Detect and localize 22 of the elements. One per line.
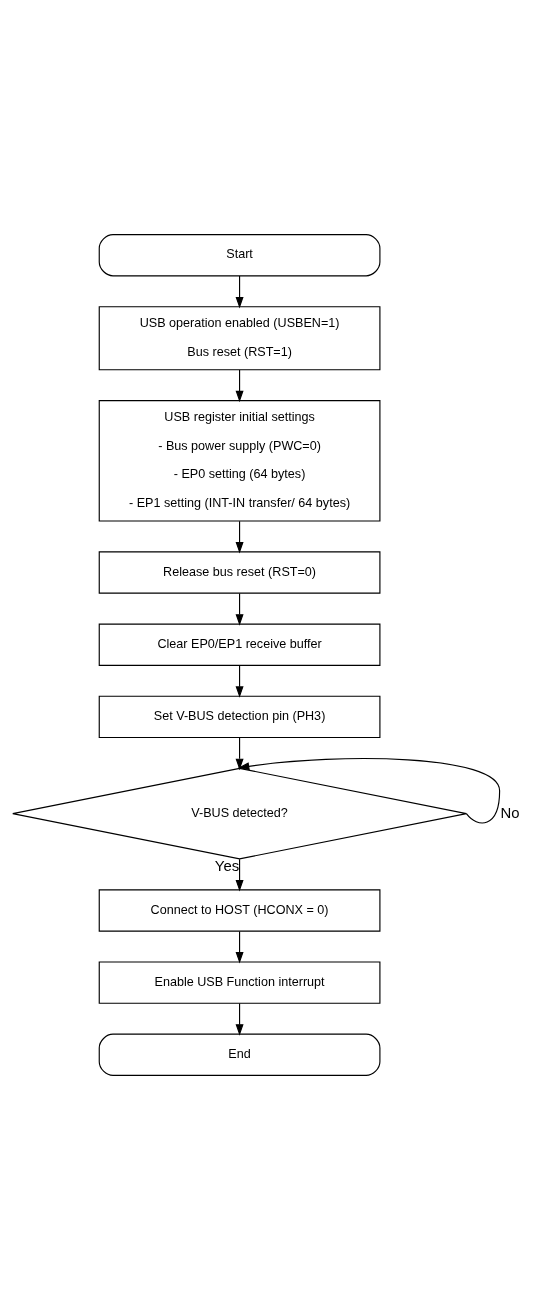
- arrow: [235, 520, 244, 554]
- edge-label: No: [500, 804, 520, 821]
- node-box: Set V-BUS detection pin (PH3): [98, 695, 381, 739]
- arrow: [235, 592, 244, 626]
- arrow: [235, 737, 244, 771]
- node-box: USB operation enabled (USBEN=1) Bus reset (RST=1): [98, 306, 381, 371]
- node-box: Release bus reset (RST=0): [98, 551, 381, 594]
- arrow: [235, 858, 244, 892]
- arrow: [237, 758, 501, 824]
- node-box: End: [98, 1033, 381, 1076]
- arrow: [235, 1003, 244, 1036]
- node-diamond: V-BUS detected?: [12, 767, 467, 860]
- node-box: Clear EP0/EP1 receive buffer: [98, 623, 381, 666]
- node-box: Start: [98, 234, 381, 277]
- arrow: [235, 369, 244, 403]
- arrow: [235, 665, 244, 698]
- node-box: Connect to HOST (HCONX = 0): [98, 889, 381, 932]
- arrow: [235, 275, 244, 309]
- arrow: [235, 930, 244, 964]
- edge-label: Yes: [214, 857, 240, 874]
- node-box: Enable USB Function interrupt: [98, 961, 381, 1004]
- node-box: USB register initial settings - Bus power supply (PWC=0) - EP0 setting (64 bytes) - EP1 setting (INT-IN transfer/ 64 bytes): [98, 400, 381, 522]
